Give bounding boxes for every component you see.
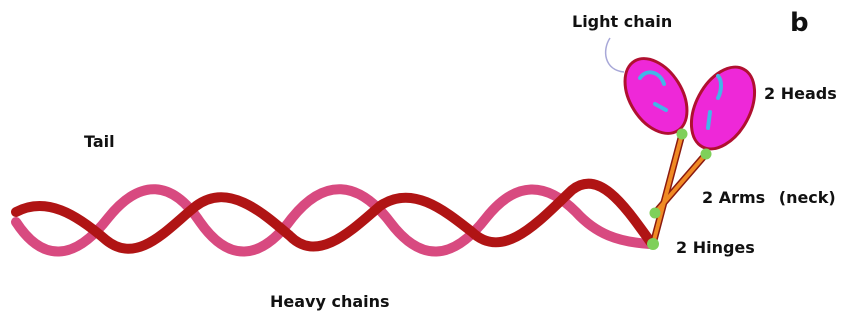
hinge-dot: [677, 129, 688, 140]
arms-text: 2 Arms: [702, 188, 765, 207]
heavy-chains-label: Heavy chains: [270, 294, 390, 310]
light-chain-pointer: [606, 38, 624, 72]
hinge-dot: [701, 149, 712, 160]
head-left: [612, 47, 700, 144]
heads-label: 2 Heads: [764, 86, 837, 102]
head-right: [679, 56, 768, 159]
arms-neck: [653, 134, 706, 244]
neck-text: (neck): [779, 188, 836, 207]
arm-right: [655, 154, 706, 213]
panel-label: b: [790, 10, 809, 36]
light-chain-mark: [708, 112, 710, 128]
arms-label: 2 Arms (neck): [702, 190, 836, 206]
heads: [612, 47, 767, 159]
hinges-label: 2 Hinges: [676, 240, 755, 256]
light-chain-label: Light chain: [572, 14, 672, 30]
hinge-dot: [647, 238, 659, 250]
hinge-dot: [650, 208, 661, 219]
heavy-chain-tail: [16, 184, 652, 252]
tail-label: Tail: [84, 134, 115, 150]
